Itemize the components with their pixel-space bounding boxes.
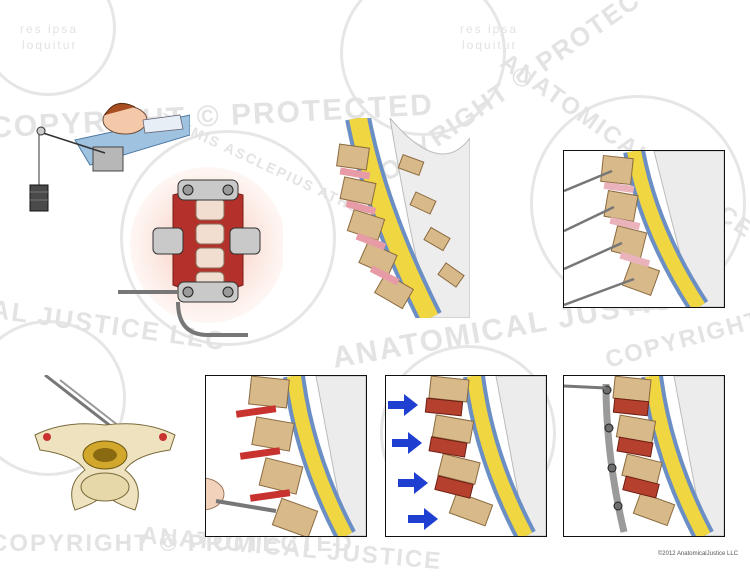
watermark-seal-motto-top: res ipsa [20, 22, 79, 36]
arrow-icon [398, 472, 428, 494]
watermark-seal-motto-bottom-2: loquitur [462, 38, 518, 52]
surgical-field-illustration [118, 150, 283, 350]
patient-traction-illustration [15, 85, 190, 215]
arrow-icon [392, 432, 422, 454]
watermark-seal-center [120, 130, 336, 346]
arrow-icon [408, 508, 438, 530]
watermark-seal-motto-top-2: res ipsa [460, 22, 519, 36]
watermark-seal-right [530, 95, 746, 311]
watermark-seal-motto-bottom: loquitur [22, 38, 78, 52]
cervical-spine-sagittal-view [330, 118, 470, 318]
axial-vertebra-illustration [25, 375, 190, 520]
copyright-notice: ©2012 AnatomicalJustice LLC [657, 551, 738, 557]
watermark-seal-bottom-left [0, 320, 126, 476]
panel-graft-placement [385, 375, 547, 537]
watermark-seal-top-center [340, 0, 506, 136]
panel-plate-fixation [563, 375, 725, 537]
panel-needle-localization [563, 150, 725, 308]
arrow-icon [388, 394, 418, 416]
panel-disc-removal [205, 375, 367, 537]
